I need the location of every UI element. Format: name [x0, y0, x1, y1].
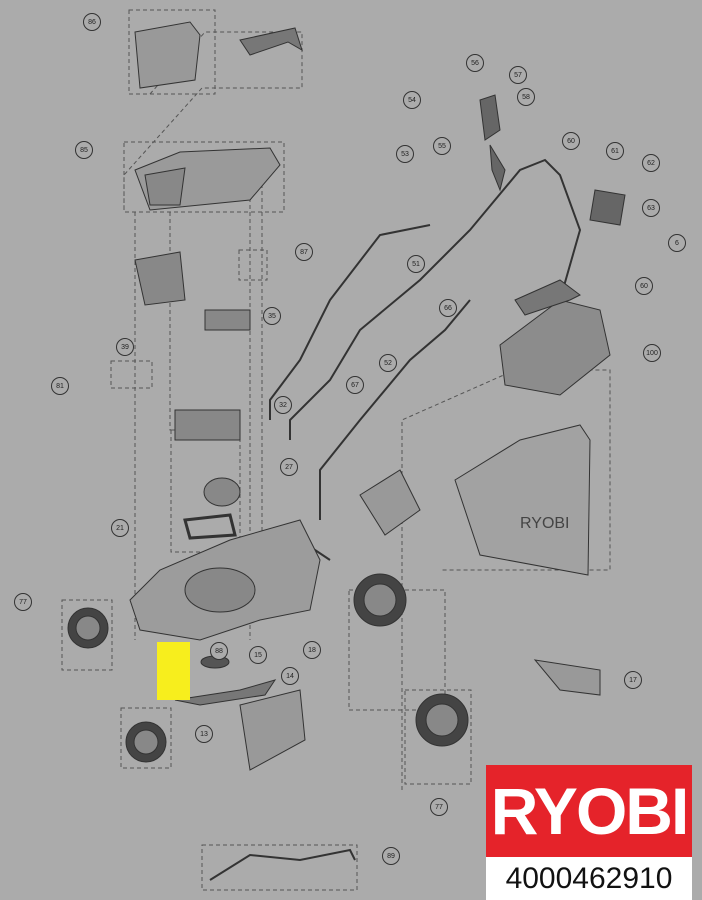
- callout-27[interactable]: 27: [280, 458, 298, 476]
- callout-57[interactable]: 57: [509, 66, 527, 84]
- callout-35[interactable]: 35: [263, 307, 281, 325]
- callout-62[interactable]: 62: [642, 154, 660, 172]
- battery-cover-part: [134, 21, 303, 89]
- callout-54[interactable]: 54: [403, 91, 421, 109]
- blade-and-deflector: [174, 655, 601, 771]
- callout-14[interactable]: 14: [281, 667, 299, 685]
- ryobi-logo: RYOBI: [486, 765, 692, 857]
- callout-18[interactable]: 18: [303, 641, 321, 659]
- callout-87[interactable]: 87: [295, 243, 313, 261]
- callout-21[interactable]: 21: [111, 519, 129, 537]
- battery-pack-part: [499, 279, 611, 396]
- callout-17[interactable]: 17: [624, 671, 642, 689]
- callout-67[interactable]: 67: [346, 376, 364, 394]
- callout-77[interactable]: 77: [430, 798, 448, 816]
- callout-85[interactable]: 85: [75, 141, 93, 159]
- callout-6[interactable]: 6: [668, 234, 686, 252]
- callout-39[interactable]: 39: [116, 338, 134, 356]
- callout-51[interactable]: 51: [407, 255, 425, 273]
- callout-61[interactable]: 61: [606, 142, 624, 160]
- callout-55[interactable]: 55: [433, 137, 451, 155]
- part-number: 4000462910: [486, 857, 692, 900]
- callout-66[interactable]: 66: [439, 299, 457, 317]
- top-housing-part: [134, 147, 281, 211]
- callout-77[interactable]: 77: [14, 593, 32, 611]
- motor-gearbox-parts: [134, 251, 251, 540]
- callout-58[interactable]: 58: [517, 88, 535, 106]
- callout-100[interactable]: 100: [643, 344, 661, 362]
- callout-56[interactable]: 56: [466, 54, 484, 72]
- highlighted-part-88[interactable]: [157, 642, 190, 700]
- callout-13[interactable]: 13: [195, 725, 213, 743]
- bag-logo-text: RYOBI: [520, 515, 570, 532]
- callout-89[interactable]: 89: [382, 847, 400, 865]
- callout-86[interactable]: 86: [83, 13, 101, 31]
- callout-63[interactable]: 63: [642, 199, 660, 217]
- rear-axle-part: [209, 848, 356, 881]
- grass-bag-part: [359, 424, 591, 576]
- callout-32[interactable]: 32: [274, 396, 292, 414]
- callout-88[interactable]: 88: [210, 642, 228, 660]
- switch-box-part: [479, 94, 626, 226]
- callout-53[interactable]: 53: [396, 145, 414, 163]
- deck-part: [129, 519, 321, 641]
- wheels: [67, 573, 469, 763]
- callout-52[interactable]: 52: [379, 354, 397, 372]
- logo-text: RYOBI: [490, 774, 690, 848]
- callout-60[interactable]: 60: [635, 277, 653, 295]
- callout-15[interactable]: 15: [249, 646, 267, 664]
- callout-81[interactable]: 81: [51, 377, 69, 395]
- callout-60[interactable]: 60: [562, 132, 580, 150]
